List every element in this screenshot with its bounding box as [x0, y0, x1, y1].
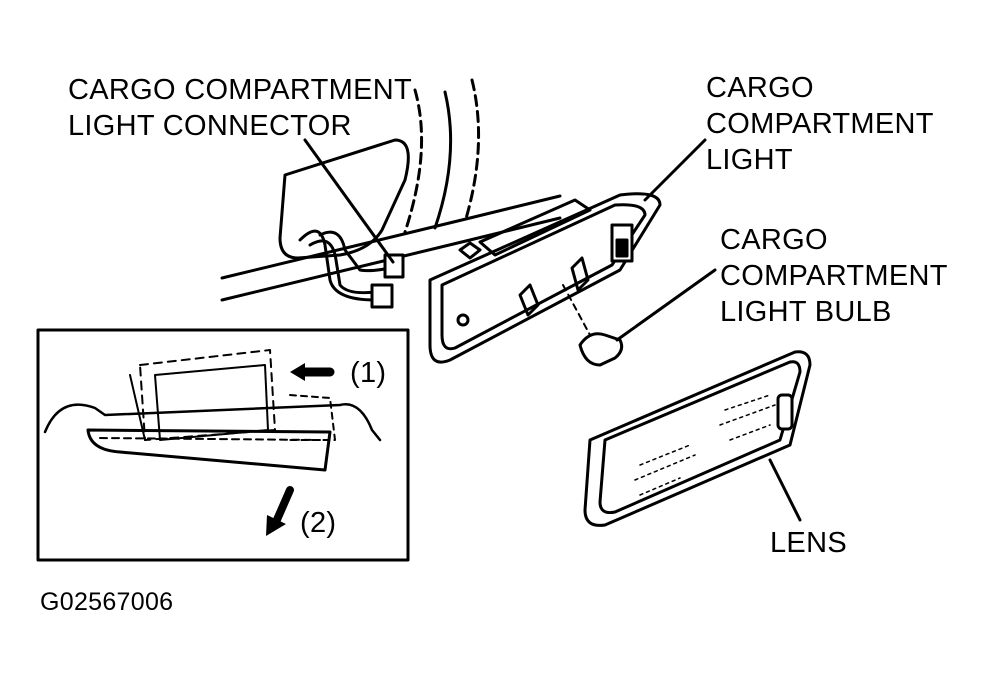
bulb-label-line-2: COMPARTMENT — [720, 260, 948, 292]
arrow-1-head — [290, 363, 305, 381]
step-1-text: (1) — [350, 357, 387, 389]
light-bulb — [562, 268, 717, 367]
figure-id-text: G02567006 — [40, 588, 174, 616]
removal-inset — [36, 328, 410, 562]
lens-label: LENS — [770, 525, 847, 561]
light-label-line-2: COMPARTMENT — [706, 108, 934, 140]
housing-bracket — [278, 138, 410, 260]
wire-harness — [298, 229, 405, 309]
arrow-2-head — [266, 515, 286, 536]
bulb-label: CARGO COMPARTMENT LIGHT BULB — [720, 222, 948, 330]
connector-label: CARGO COMPARTMENT LIGHT CONNECTOR — [68, 72, 412, 144]
light-label: CARGO COMPARTMENT LIGHT — [706, 70, 934, 178]
bulb-label-line-3: LIGHT BULB — [720, 296, 892, 328]
lens-label-text: LENS — [770, 527, 847, 559]
bulb-label-line-1: CARGO — [720, 224, 828, 256]
lens-part — [583, 350, 812, 527]
light-leader-line — [643, 138, 707, 202]
connector-label-line-2: LIGHT CONNECTOR — [68, 110, 352, 142]
light-label-line-1: CARGO — [706, 72, 814, 104]
figure-id: G02567006 — [40, 584, 173, 620]
connector-label-line-1: CARGO COMPARTMENT — [68, 74, 412, 106]
step-1-label: (1) — [350, 355, 386, 391]
connector-leader-line — [303, 138, 395, 264]
arrow-2 — [272, 486, 294, 526]
light-label-line-3: LIGHT — [706, 144, 793, 176]
step-2-text: (2) — [300, 507, 337, 539]
step-2-label: (2) — [300, 505, 336, 541]
light-housing — [428, 192, 662, 364]
